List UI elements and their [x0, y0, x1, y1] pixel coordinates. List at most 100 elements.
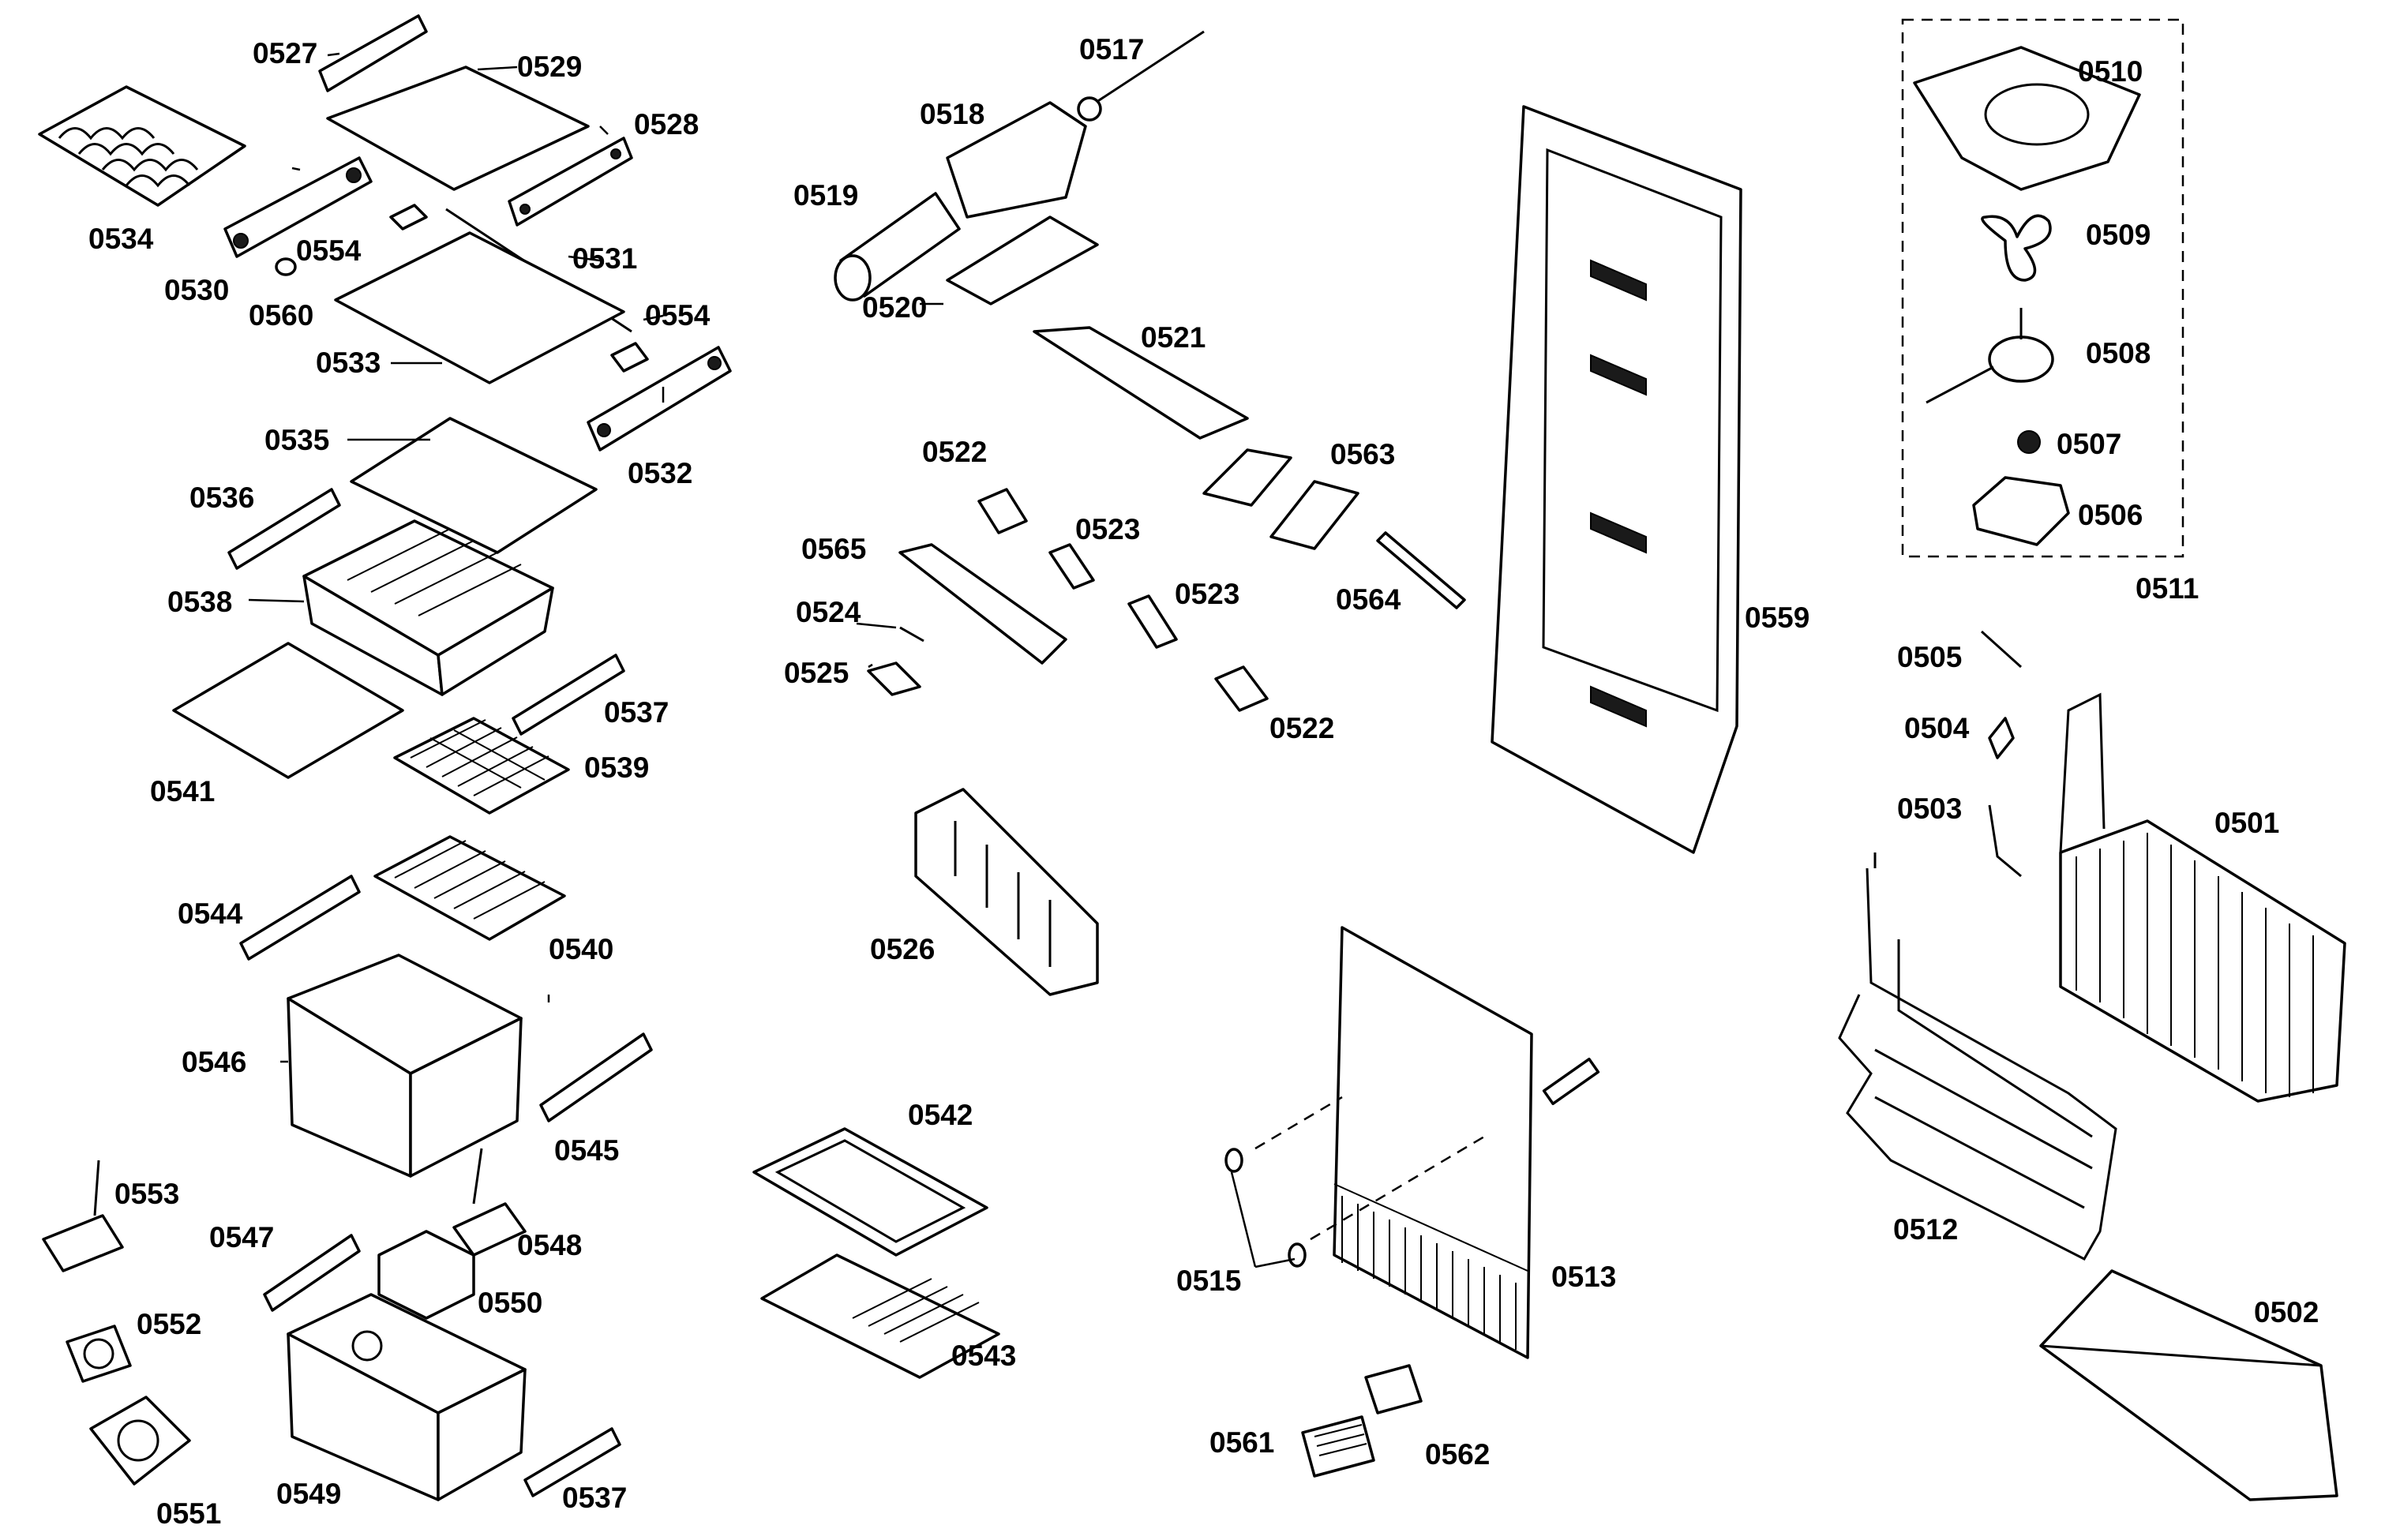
- label-0526: 0526: [870, 933, 935, 965]
- part-0508-fan-motor: [1926, 308, 2054, 404]
- part-0547-drawer-rail: [263, 1234, 361, 1312]
- label-0538: 0538: [167, 586, 232, 618]
- part-0523-cap-2: [1127, 594, 1178, 649]
- label-0532: 0532: [628, 457, 692, 489]
- part-0501-evaporator: [2059, 692, 2346, 1103]
- label-0519: 0519: [793, 179, 858, 212]
- label-0540: 0540: [549, 933, 613, 965]
- part-0552-fan: [66, 1325, 132, 1383]
- label-0535: 0535: [264, 424, 329, 456]
- label-0548: 0548: [517, 1229, 582, 1261]
- part-0541-sheet: [172, 642, 404, 779]
- label-0510: 0510: [2078, 55, 2143, 88]
- part-0502-drain-pan: [2039, 1269, 2338, 1501]
- label-0533: 0533: [316, 347, 381, 379]
- label-0511: 0511: [2136, 572, 2199, 605]
- part-0564-wire: [1376, 531, 1466, 609]
- label-0523: 0523: [1075, 513, 1140, 545]
- label-0562: 0562: [1425, 1438, 1490, 1471]
- part-0538-crisper-drawer: [302, 519, 554, 696]
- part-0529-glass-shelf: [326, 66, 590, 191]
- label-0541: 0541: [150, 775, 215, 807]
- label-0560: 0560: [249, 299, 313, 332]
- label-0502: 0502: [2254, 1296, 2319, 1328]
- part-0527-shelf-rail: [318, 14, 428, 92]
- label-0546: 0546: [182, 1046, 246, 1078]
- label-0529: 0529: [517, 51, 582, 83]
- part-0563-tape: [1202, 448, 1359, 550]
- label-0527: 0527: [253, 37, 317, 69]
- part-0518-housing: [946, 101, 1087, 219]
- leader-lines: [248, 52, 1296, 1268]
- label-0513: 0513: [1551, 1261, 1616, 1293]
- label-0512: 0512: [1893, 1213, 1958, 1246]
- part-0524-pin: [899, 626, 924, 643]
- part-0560-knob: [275, 257, 297, 276]
- label-0521: 0521: [1141, 321, 1206, 354]
- label-0545: 0545: [554, 1134, 619, 1167]
- label-0550: 0550: [478, 1287, 542, 1319]
- label-0547: 0547: [209, 1221, 274, 1253]
- part-0536-drawer-rail: [227, 488, 341, 570]
- part-0522-socket-2: [1214, 665, 1269, 712]
- part-0565-tray: [898, 543, 1067, 665]
- part-0509-fan-blade: [1981, 214, 2052, 282]
- label-0530: 0530: [164, 274, 229, 306]
- label-0504: 0504: [1904, 712, 1970, 744]
- part-labels: 0527 0529 0528 0534 0530 0554 0531 0560 …: [88, 33, 2319, 1530]
- label-0525: 0525: [784, 657, 849, 689]
- part-0519-filter: [834, 192, 961, 302]
- label-0539: 0539: [584, 751, 649, 784]
- label-0537: 0537: [604, 696, 669, 729]
- label-0554: 0554: [296, 234, 362, 267]
- part-0533-glass-shelf: [334, 231, 625, 384]
- part-0530-shelf-rail: [223, 156, 373, 258]
- part-0542-tray: [752, 1127, 988, 1257]
- label-0503: 0503: [1897, 792, 1962, 825]
- label-0564: 0564: [1336, 583, 1401, 616]
- part-0543-grid: [760, 1253, 1000, 1379]
- part-0520-cover: [946, 215, 1099, 305]
- part-0510-fan-bracket: [1913, 46, 2141, 191]
- part-0506-motor-mount: [1972, 476, 2070, 546]
- part-0522-socket: [977, 488, 1028, 534]
- part-0511-kit-boundary: [1901, 18, 2184, 558]
- label-0518: 0518: [920, 98, 984, 130]
- label-0517: 0517: [1079, 33, 1144, 66]
- label-0554-2: 0554: [645, 299, 711, 332]
- label-0559: 0559: [1745, 601, 1809, 634]
- label-0508: 0508: [2086, 337, 2151, 369]
- label-0553: 0553: [114, 1178, 179, 1210]
- label-0524: 0524: [796, 596, 861, 628]
- part-0562-block: [1364, 1364, 1423, 1414]
- part-0515-guide-line-2: [1310, 1135, 1485, 1241]
- part-0535-crisper-cover: [350, 417, 598, 554]
- label-0522: 0522: [922, 436, 987, 468]
- label-0520: 0520: [862, 291, 927, 324]
- label-0543: 0543: [951, 1340, 1016, 1372]
- part-0559-back-panel: [1491, 105, 1742, 854]
- part-0515-guide-line: [1254, 1096, 1343, 1150]
- label-0536: 0536: [189, 481, 254, 514]
- label-0515: 0515: [1176, 1265, 1241, 1297]
- label-0551: 0551: [156, 1497, 221, 1530]
- part-0513-evaporator-cover: [1333, 926, 1600, 1359]
- part-0505-wire: [1980, 630, 2023, 669]
- part-0521-duct: [1033, 326, 1249, 440]
- label-0523-2: 0523: [1175, 578, 1239, 610]
- label-0509: 0509: [2086, 219, 2151, 251]
- label-0552: 0552: [137, 1308, 201, 1340]
- part-0503-sensor: [1988, 804, 2022, 878]
- part-0528-shelf-rail: [508, 137, 633, 227]
- part-0548-control: [452, 1148, 527, 1257]
- part-0517-wire: [1077, 30, 1205, 122]
- part-0554-clip: [389, 204, 428, 230]
- label-0522-2: 0522: [1269, 712, 1334, 744]
- part-0532-shelf-rail: [587, 346, 732, 452]
- label-0506: 0506: [2078, 499, 2143, 531]
- label-0505: 0505: [1897, 641, 1962, 673]
- part-0512-heater: [1838, 852, 2117, 1261]
- part-0544-drawer-rail: [239, 875, 361, 961]
- part-0537-drawer-rail: [512, 654, 625, 736]
